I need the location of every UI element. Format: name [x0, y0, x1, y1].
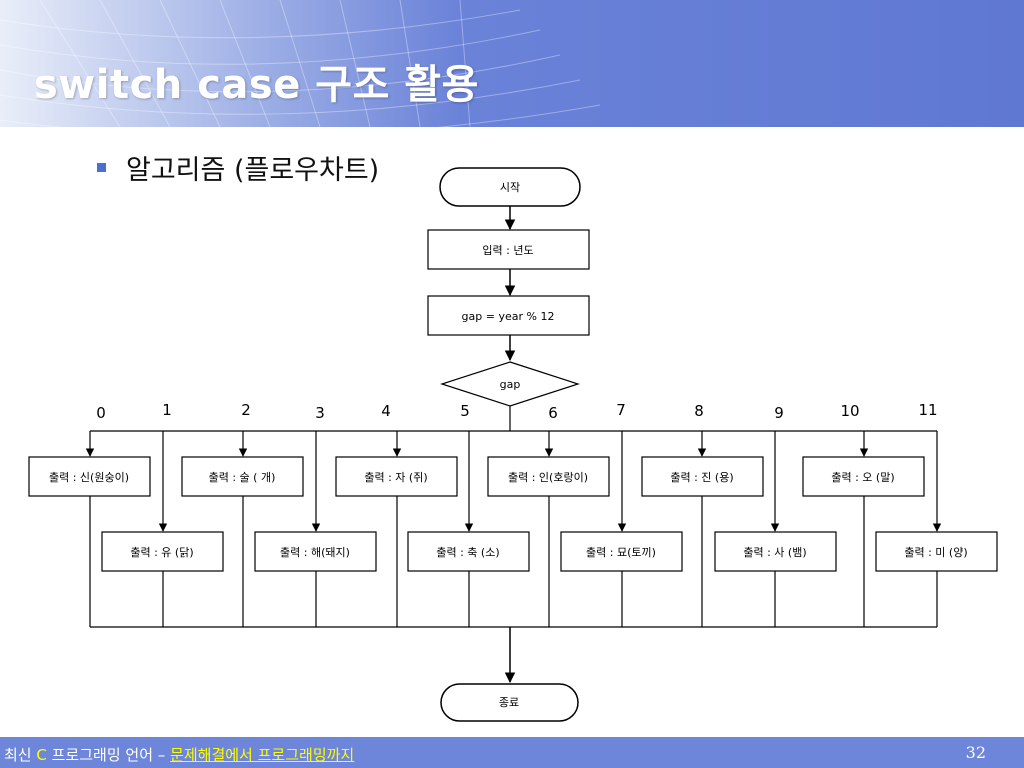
start-text: 시작 — [500, 181, 520, 194]
case-label: 9 — [774, 404, 784, 422]
case-label: 8 — [694, 402, 704, 420]
output-text: 출력 : 유 (닭) — [130, 546, 193, 559]
slide-footer: 최신 C 프로그래밍 언어 – 문제해결에서 프로그래밍까지 32 — [0, 737, 1024, 768]
merge-lines — [89, 496, 938, 628]
case-label: 3 — [315, 404, 325, 422]
input-box — [427, 229, 590, 270]
footer-highlight: 문제해결에서 프로그래밍까지 — [170, 746, 355, 764]
output-text: 출력 : 자 (쥐) — [364, 471, 427, 484]
case-label: 11 — [918, 401, 937, 419]
output-text: 출력 : 인(호랑이) — [508, 471, 588, 484]
case-label: 0 — [96, 404, 106, 422]
output-text: 출력 : 미 (양) — [904, 546, 967, 559]
case-label: 4 — [381, 402, 391, 420]
footer-text: 최신 C 프로그래밍 언어 – 문제해결에서 프로그래밍까지 — [4, 744, 354, 765]
output-box — [181, 456, 304, 497]
bullet-item: 알고리즘 (플로우차트) — [97, 148, 379, 187]
square-bullet-icon — [97, 163, 106, 172]
calc-text: gap = year % 12 — [462, 310, 555, 323]
slide-header: switch case 구조 활용 — [0, 0, 1024, 127]
case-label: 10 — [840, 402, 859, 420]
output-box — [875, 531, 998, 572]
output-box — [101, 531, 224, 572]
footer-text-middle: 프로그래밍 언어 – — [46, 746, 171, 764]
bullet-text: 알고리즘 (플로우차트) — [126, 155, 380, 186]
case-label: 2 — [241, 401, 251, 419]
end-text: 종료 — [499, 696, 519, 709]
output-box — [560, 531, 683, 572]
output-text: 출력 : 오 (말) — [831, 471, 894, 484]
end-terminal — [440, 683, 579, 722]
output-text: 출력 : 해(돼지) — [280, 545, 350, 559]
page-number: 32 — [965, 743, 986, 762]
output-text: 출력 : 묘(토끼) — [586, 546, 656, 559]
output-box — [335, 456, 458, 497]
calc-box — [427, 295, 590, 336]
header-grid-decoration — [0, 0, 601, 127]
slide-title: switch case 구조 활용 — [34, 62, 479, 108]
output-text: 출력 : 축 (소) — [436, 546, 499, 559]
output-text: 출력 : 술 ( 개) — [209, 471, 276, 484]
case-label: 6 — [548, 404, 558, 422]
flowchart: 시작 입력 : 년도 gap = year % 12 gap 0 1 2 3 4… — [28, 167, 998, 722]
output-text: 출력 : 진 (용) — [670, 471, 733, 484]
case-label: 7 — [616, 401, 626, 419]
output-box — [802, 456, 925, 497]
output-box — [28, 456, 151, 497]
output-text: 출력 : 신(원숭이) — [49, 471, 129, 484]
output-text: 출력 : 사 (뱀) — [743, 546, 806, 559]
footer-text-before: 최신 — [4, 746, 37, 764]
case-label: 5 — [460, 402, 470, 420]
decision-text: gap — [500, 378, 521, 391]
input-text: 입력 : 년도 — [482, 244, 533, 257]
case-label: 1 — [162, 401, 172, 419]
footer-c-letter: C — [36, 746, 47, 764]
